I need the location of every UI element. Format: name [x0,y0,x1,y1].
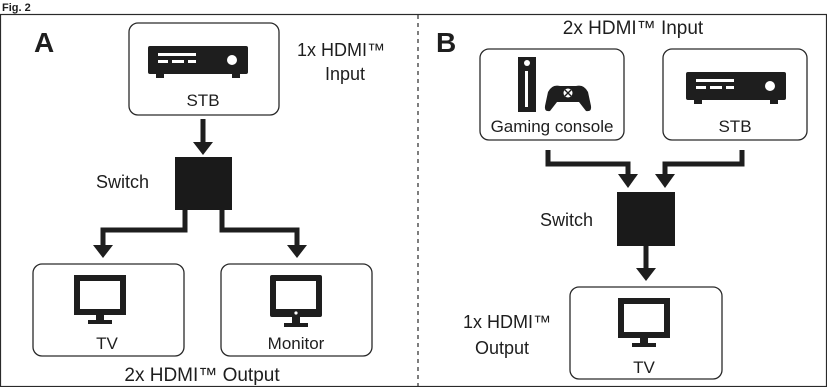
set-top-box-icon-b [686,72,786,104]
tv-label-b: TV [633,358,655,377]
arrow-console-to-switch [545,150,631,176]
monitor-label: Monitor [268,334,325,353]
figure-label: Fig. 2 [2,2,31,14]
switch-label: Switch [96,172,149,192]
arrow-switch-to-tv [100,210,188,247]
output-label-line1: 1x HDMI™ [463,312,551,332]
gaming-console-label: Gaming console [491,117,614,136]
arrow-switch-to-tv-b-head [636,268,656,281]
panel-b: B 2x HDMI™ Input Gaming console STB Swit… [436,18,808,380]
stb-label-b: STB [718,117,751,136]
input-caption: 2x HDMI™ Input [563,18,704,39]
tv-label: TV [96,334,118,353]
gamepad-icon [544,85,592,112]
arrow-console-to-switch-head [618,174,638,188]
switch-block-b [617,192,675,246]
switch-label-b: Switch [540,210,593,230]
game-console-icon [518,57,536,112]
arrow-stb-b-to-switch [662,150,745,176]
panel-b-letter: B [436,27,456,58]
output-label-line2: Output [475,338,529,358]
panel-a: A STB 1x HDMI™ Input Switch TV Monitor 2… [32,22,385,386]
panel-a-letter: A [34,27,54,58]
input-label-line1: 1x HDMI™ [297,40,385,60]
output-caption: 2x HDMI™ Output [124,365,280,386]
stb-label: STB [186,91,219,110]
arrow-switch-to-tv-head [93,245,113,258]
arrow-switch-to-monitor [219,210,300,247]
set-top-box-icon [148,46,248,78]
switch-block [175,157,232,210]
input-label-line2: Input [325,64,365,84]
arrow-stb-to-switch-head [193,142,213,155]
arrow-stb-b-to-switch-head [655,174,675,188]
arrow-switch-to-monitor-head [287,245,307,258]
